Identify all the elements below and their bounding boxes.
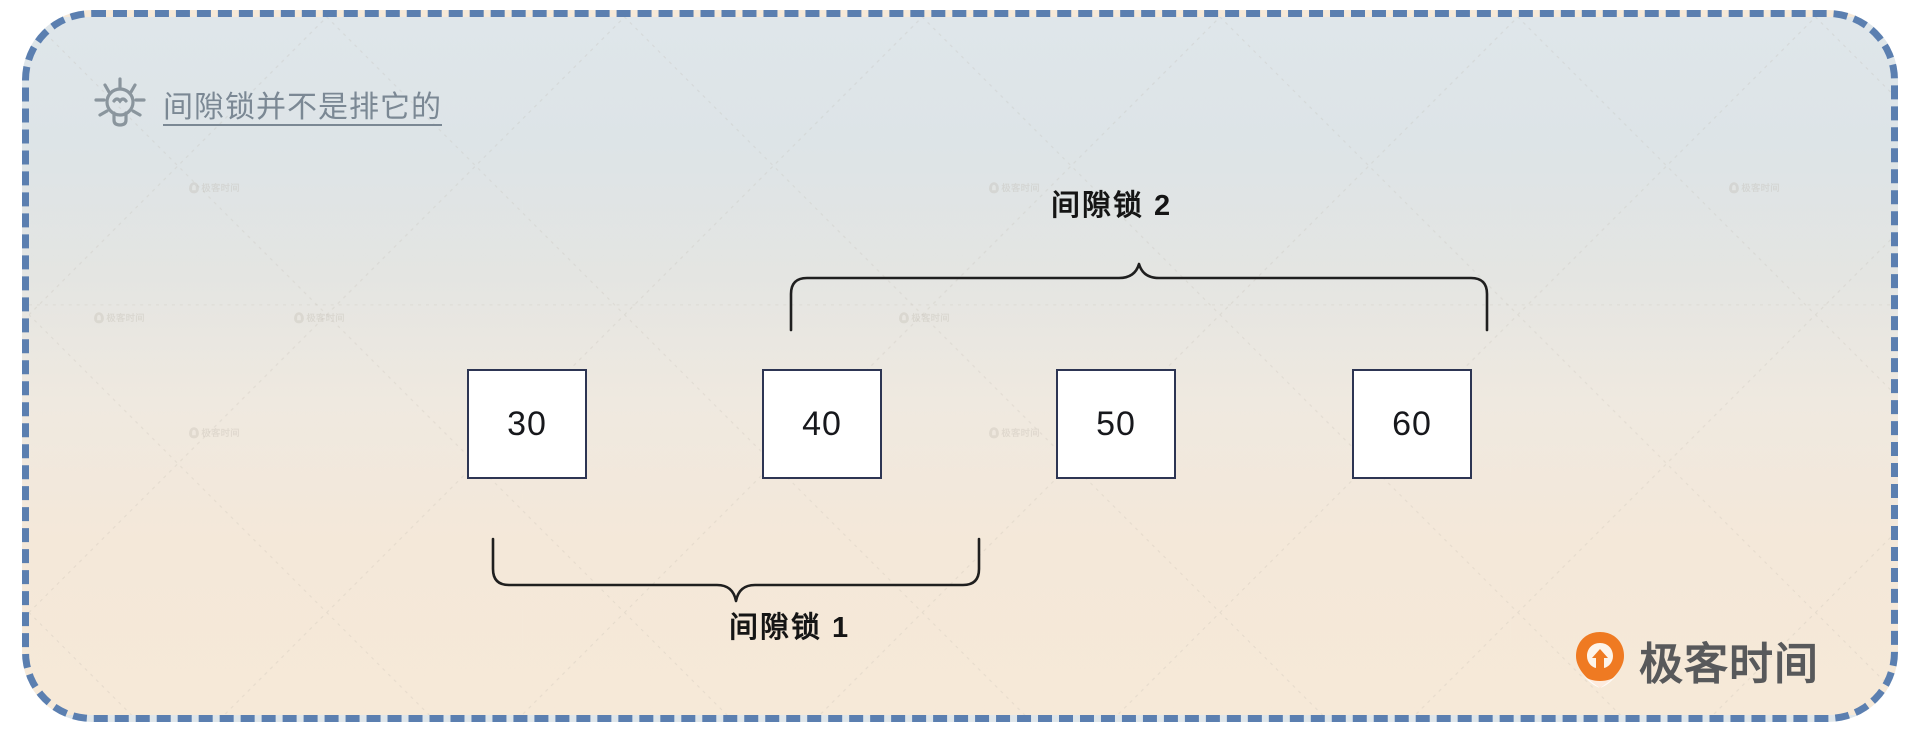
watermark-logo: 极客时间 xyxy=(989,181,1040,194)
geektime-pin-icon xyxy=(1576,632,1624,688)
watermark-label: 极客时间 xyxy=(1741,182,1780,194)
watermark-logo: 极客时间 xyxy=(1729,181,1780,194)
watermark-mark-icon xyxy=(1729,181,1739,194)
brand-name: 极客时间 xyxy=(1639,640,1819,689)
brace-gap-lock-2 xyxy=(789,262,1489,332)
value-box-40[interactable]: 40 xyxy=(762,369,882,479)
watermark-logo: 极客时间 xyxy=(989,426,1040,439)
watermark-label: 极客时间 xyxy=(201,427,240,439)
slide-header: 间隙锁并不是排它的 xyxy=(91,75,442,133)
brace-label-gap-lock-2: 间隙锁 2 xyxy=(1051,190,1173,222)
slide-card: 极客时间 极客时间 极客时间 极客时间 极客时间 极客时间 极客时间 极客时间 xyxy=(22,10,1898,722)
watermark-logo: 极客时间 xyxy=(94,311,145,324)
value-box-30[interactable]: 30 xyxy=(467,369,587,479)
watermark-mark-icon xyxy=(989,426,999,439)
watermark-logo: 极客时间 xyxy=(189,426,240,439)
watermark-mark-icon xyxy=(189,181,199,194)
watermark-mark-icon xyxy=(189,426,199,439)
brace-gap-lock-1 xyxy=(491,537,981,603)
watermark-label: 极客时间 xyxy=(1001,182,1040,194)
lightbulb-icon xyxy=(94,77,146,127)
watermark-mark-icon xyxy=(94,311,104,324)
watermark-mark-icon xyxy=(989,181,999,194)
page-title: 间隙锁并不是排它的 xyxy=(163,91,442,124)
watermark-logo: 极客时间 xyxy=(189,181,240,194)
watermark-mark-icon xyxy=(294,311,304,324)
watermark-label: 极客时间 xyxy=(306,312,345,324)
value-box-50[interactable]: 50 xyxy=(1056,369,1176,479)
watermark-label: 极客时间 xyxy=(106,312,145,324)
value-box-60[interactable]: 60 xyxy=(1352,369,1472,479)
watermark-label: 极客时间 xyxy=(201,182,240,194)
brand-logo: 极客时间 xyxy=(1574,628,1819,692)
watermark-logo: 极客时间 xyxy=(294,311,345,324)
brace-label-gap-lock-1: 间隙锁 1 xyxy=(729,612,851,644)
watermark-label: 极客时间 xyxy=(1001,427,1040,439)
